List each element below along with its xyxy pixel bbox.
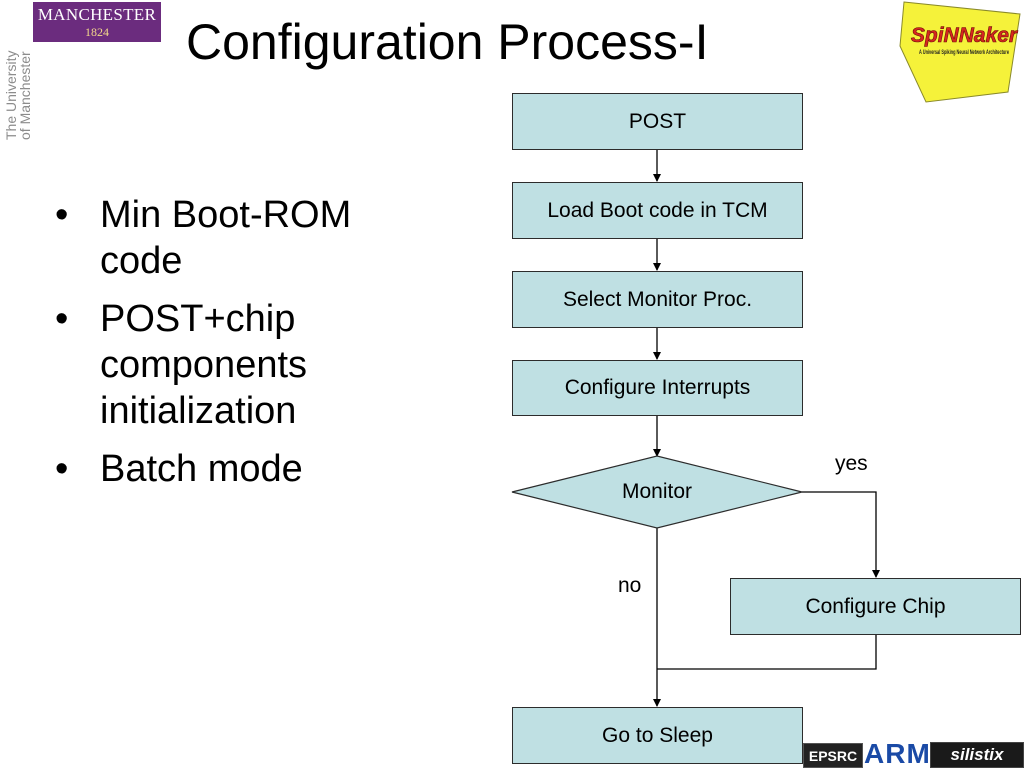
manchester-logo: MANCHESTER 1824 bbox=[33, 2, 161, 42]
decision-monitor-diamond bbox=[511, 455, 803, 529]
arrow-monitor-yes bbox=[802, 491, 880, 578]
edge-label-yes: yes bbox=[835, 452, 868, 475]
edge-label-no: no bbox=[618, 574, 642, 597]
silistix-logo: silistix bbox=[930, 742, 1024, 768]
step-select-monitor: Select Monitor Proc. bbox=[512, 271, 803, 328]
bullet-item: POST+chip components initialization bbox=[55, 296, 435, 434]
bullet-item: Min Boot-ROM code bbox=[55, 192, 435, 284]
spinnaker-logo-tagline: A Universal Spiking Neural Network Archi… bbox=[919, 49, 1009, 56]
step-post: POST bbox=[512, 93, 803, 150]
epsrc-logo: EPSRC bbox=[803, 743, 863, 768]
arm-logo: ARM bbox=[864, 738, 931, 769]
manchester-logo-word: MANCHESTER bbox=[37, 5, 157, 24]
spinnaker-logo-name: SpiNNaker bbox=[911, 24, 1019, 47]
step-load-boot-code: Load Boot code in TCM bbox=[512, 182, 803, 239]
step-go-to-sleep: Go to Sleep bbox=[512, 707, 803, 764]
spinnaker-logo: SpiNNaker A Universal Spiking Neural Net… bbox=[899, 1, 1021, 103]
line-configure-chip-merge bbox=[657, 635, 877, 670]
slide-title: Configuration Process-I bbox=[186, 14, 709, 70]
decision-monitor-label: Monitor bbox=[621, 480, 693, 503]
manchester-logo-year: 1824 bbox=[85, 25, 109, 39]
step-configure-interrupts: Configure Interrupts bbox=[512, 360, 803, 416]
step-configure-chip: Configure Chip bbox=[730, 578, 1021, 635]
bullet-item: Batch mode bbox=[55, 446, 435, 492]
bullet-list: Min Boot-ROM code POST+chip components i… bbox=[55, 192, 435, 504]
